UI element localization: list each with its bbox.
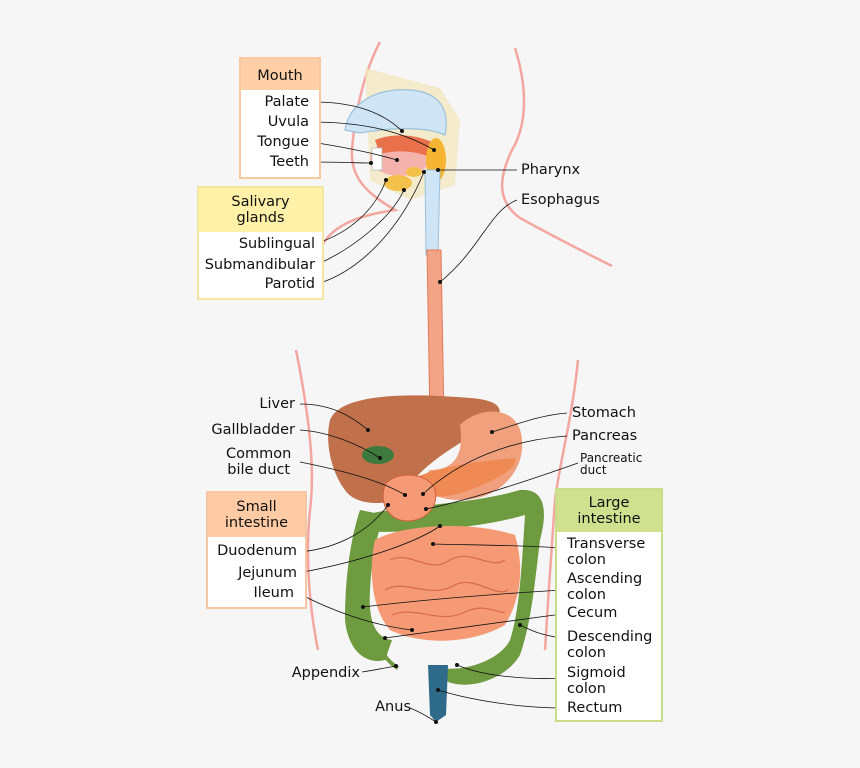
label-ileum: Ileum bbox=[253, 585, 294, 601]
label-ascending-colon: Ascending colon bbox=[567, 571, 642, 603]
small-intestine-header: Small intestine bbox=[208, 493, 305, 537]
salivary-glands-group-box: Salivary glands bbox=[197, 186, 324, 300]
ascending-colon-line2: colon bbox=[567, 587, 606, 603]
sigmoid-colon-line1: Sigmoid bbox=[567, 665, 626, 681]
label-pharynx: Pharynx bbox=[521, 162, 581, 178]
label-submandibular: Submandibular bbox=[204, 257, 315, 273]
ascending-colon-line1: Ascending bbox=[567, 571, 643, 587]
label-descending-colon: Descending colon bbox=[567, 629, 652, 661]
mouth-group-box: Mouth bbox=[239, 57, 321, 179]
salivary-title-line1: Salivary bbox=[231, 194, 290, 210]
common-bile-duct-line2: bile duct bbox=[227, 462, 291, 478]
small-intestine-title-line1: Small bbox=[236, 499, 277, 515]
large-intestine-title-line1: Large bbox=[588, 495, 630, 511]
common-bile-duct-line1: Common bbox=[226, 446, 292, 462]
label-esophagus: Esophagus bbox=[521, 192, 600, 208]
label-liver: Liver bbox=[259, 396, 295, 412]
body-outline bbox=[294, 41, 613, 651]
label-jejunum: Jejunum bbox=[238, 565, 297, 581]
label-cecum: Cecum bbox=[567, 605, 618, 621]
label-gallbladder: Gallbladder bbox=[211, 422, 295, 438]
label-uvula: Uvula bbox=[267, 114, 309, 130]
salivary-glands-header: Salivary glands bbox=[199, 188, 322, 232]
label-appendix: Appendix bbox=[291, 665, 360, 681]
descending-colon-line2: colon bbox=[567, 645, 606, 661]
label-sigmoid-colon: Sigmoid colon bbox=[567, 665, 626, 697]
salivary-title-line2: glands bbox=[236, 210, 285, 226]
label-common-bile-duct: Common bile duct bbox=[226, 446, 291, 478]
label-sublingual: Sublingual bbox=[238, 236, 315, 252]
label-tongue: Tongue bbox=[257, 134, 309, 150]
transverse-colon-line1: Transverse bbox=[567, 536, 646, 552]
transverse-colon-line2: colon bbox=[567, 552, 606, 568]
label-stomach: Stomach bbox=[572, 405, 636, 421]
sigmoid-colon-line2: colon bbox=[567, 681, 606, 697]
label-pancreatic-duct: Pancreatic duct bbox=[580, 452, 642, 476]
label-rectum: Rectum bbox=[567, 700, 623, 716]
label-parotid: Parotid bbox=[264, 276, 315, 292]
label-pancreas: Pancreas bbox=[572, 428, 638, 444]
mouth-title: Mouth bbox=[257, 68, 303, 84]
label-duodenum: Duodenum bbox=[217, 543, 297, 559]
mouth-group-header: Mouth bbox=[241, 59, 319, 90]
small-intestine-group-box: Small intestine bbox=[206, 491, 307, 609]
pancreatic-duct-line2: duct bbox=[580, 463, 607, 477]
label-anus: Anus bbox=[375, 699, 411, 715]
large-intestine-header: Large intestine bbox=[557, 490, 661, 532]
pancreatic-duct-line1: Pancreatic bbox=[580, 451, 643, 465]
label-transverse-colon: Transverse colon bbox=[567, 536, 645, 568]
descending-colon-line1: Descending bbox=[567, 629, 653, 645]
label-palate: Palate bbox=[264, 94, 310, 110]
large-intestine-group-box: Large intestine bbox=[555, 488, 663, 722]
leader-lines bbox=[297, 101, 579, 723]
label-teeth: Teeth bbox=[269, 154, 309, 170]
small-intestine-title-line2: intestine bbox=[224, 515, 289, 531]
large-intestine-title-line2: intestine bbox=[577, 511, 641, 527]
leader-dots bbox=[361, 129, 522, 724]
